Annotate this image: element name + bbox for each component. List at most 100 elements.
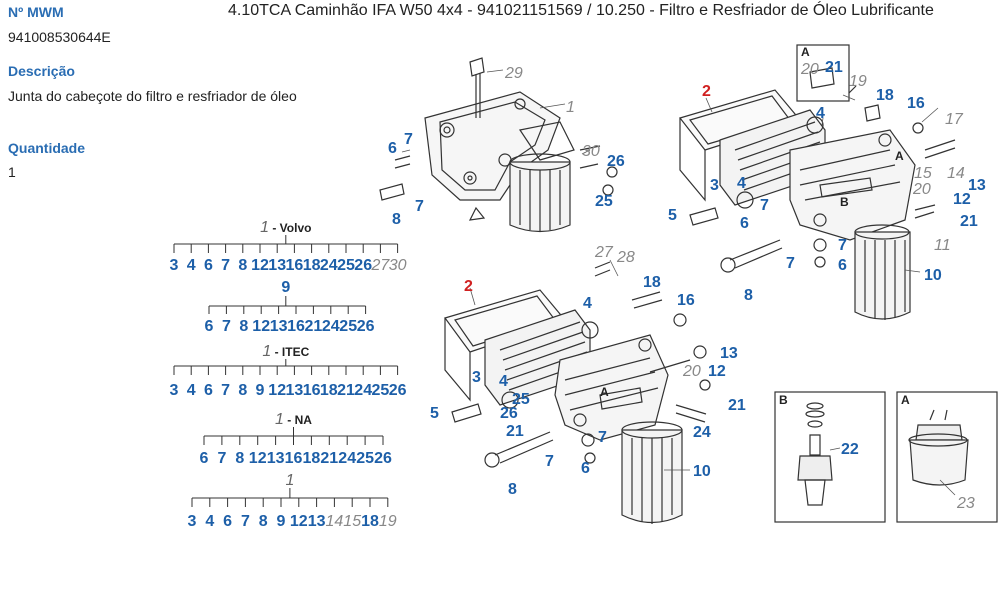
callout-6: 6 xyxy=(388,140,397,157)
description-label: Descrição xyxy=(8,63,75,79)
tree-node-12: 12 xyxy=(249,450,267,467)
view-marker-a: A xyxy=(600,385,609,399)
callout-13: 13 xyxy=(720,345,738,362)
tree-node-6: 6 xyxy=(204,382,213,399)
callout-22: 22 xyxy=(841,441,859,458)
callout-6: 6 xyxy=(838,257,847,274)
tree-node-3: 3 xyxy=(170,257,179,274)
callout-26: 26 xyxy=(607,153,625,170)
tree-node-16: 16 xyxy=(287,318,305,335)
callout-12: 12 xyxy=(708,363,726,380)
callout-20: 20 xyxy=(800,61,819,78)
tree-node-4: 4 xyxy=(187,257,196,274)
tree-node-9: 9 xyxy=(277,513,286,530)
tree-node-3: 3 xyxy=(188,513,197,530)
tree-root-number: 1 xyxy=(260,219,269,236)
tree-node-18: 18 xyxy=(303,257,321,274)
callout-14: 14 xyxy=(947,165,965,182)
view-marker-a: A xyxy=(895,149,904,163)
tree-node-30: 30 xyxy=(389,257,407,274)
tree-node-21: 21 xyxy=(320,450,338,467)
tree-node-6: 6 xyxy=(200,450,209,467)
tree-node-8: 8 xyxy=(238,382,247,399)
callout-20: 20 xyxy=(912,181,931,198)
callout-25: 25 xyxy=(595,193,613,210)
callout-10: 10 xyxy=(924,267,942,284)
tree-node-26: 26 xyxy=(389,382,407,399)
callout-3: 3 xyxy=(472,369,481,386)
tree-node-6: 6 xyxy=(223,513,232,530)
callout-21: 21 xyxy=(960,213,978,230)
tree-node-7: 7 xyxy=(217,450,226,467)
inset-a-label: A xyxy=(901,393,910,407)
callout-2: 2 xyxy=(464,278,473,295)
tree-node-24: 24 xyxy=(322,318,340,335)
callout-6: 6 xyxy=(740,215,749,232)
callout-27: 27 xyxy=(594,244,614,261)
callout-11: 11 xyxy=(934,237,951,254)
callout-7: 7 xyxy=(415,198,424,215)
callout-3: 3 xyxy=(710,177,719,194)
tree-node-16: 16 xyxy=(303,382,321,399)
tree-node-7: 7 xyxy=(221,382,230,399)
callout-8: 8 xyxy=(508,481,517,498)
callout-4: 4 xyxy=(737,175,746,192)
pressure-sender-icon xyxy=(908,409,969,486)
quantity-value: 1 xyxy=(8,164,16,180)
callout-13: 13 xyxy=(968,177,986,194)
view-marker-b: B xyxy=(840,195,849,209)
tree-node-13: 13 xyxy=(268,257,286,274)
tree-node-18: 18 xyxy=(361,513,379,530)
tree-node-3: 3 xyxy=(170,382,179,399)
tree-node-26: 26 xyxy=(357,318,375,335)
tree-node-6: 6 xyxy=(205,318,214,335)
callout-21: 21 xyxy=(825,59,843,76)
tree-node-15: 15 xyxy=(343,513,361,530)
tree-root-label: 1 - Volvo xyxy=(260,219,311,236)
tree-node-24: 24 xyxy=(338,450,356,467)
tree-node-13: 13 xyxy=(270,318,288,335)
tree-node-8: 8 xyxy=(235,450,244,467)
tree-node-21: 21 xyxy=(337,382,355,399)
callout-7: 7 xyxy=(598,429,607,446)
callout-21: 21 xyxy=(728,397,746,414)
callout-7: 7 xyxy=(760,197,769,214)
tree-node-6: 6 xyxy=(204,257,213,274)
mwm-label: Nº MWM xyxy=(8,4,64,20)
callout-6: 6 xyxy=(581,460,590,477)
callout-20: 20 xyxy=(682,363,701,380)
tree-node-12: 12 xyxy=(252,318,270,335)
tree-node-9: 9 xyxy=(256,382,265,399)
tree-root-variant: - NA xyxy=(284,413,312,427)
tree-node-25: 25 xyxy=(356,450,374,467)
callout-25: 25 xyxy=(512,391,530,408)
tree-node-12: 12 xyxy=(268,382,286,399)
tree-node-8: 8 xyxy=(238,257,247,274)
tree-node-4: 4 xyxy=(205,513,214,530)
callout-5: 5 xyxy=(430,405,439,422)
page-title: 4.10TCA Caminhão IFA W50 4x4 - 941021151… xyxy=(228,2,934,19)
description-value: Junta do cabeçote do filtro e resfriador… xyxy=(8,88,297,104)
tree-node-16: 16 xyxy=(286,257,304,274)
tree-node-21: 21 xyxy=(305,318,323,335)
callout-18: 18 xyxy=(876,87,894,104)
callout-4: 4 xyxy=(583,295,592,312)
oil-filter-cartridge-icon xyxy=(854,224,911,320)
tree-node-26: 26 xyxy=(354,257,372,274)
tree-node-7: 7 xyxy=(222,318,231,335)
callout-16: 16 xyxy=(907,95,925,112)
tree-node-18: 18 xyxy=(320,382,338,399)
tree-node-8: 8 xyxy=(239,318,248,335)
callout-2: 2 xyxy=(702,83,711,100)
mwm-value: 941008530644E xyxy=(8,29,111,45)
callout-4: 4 xyxy=(816,105,825,122)
tree-node-13: 13 xyxy=(267,450,285,467)
tree-node-4: 4 xyxy=(187,382,196,399)
tree-root-label: 1 xyxy=(285,472,294,489)
oil-filter-cartridge-icon xyxy=(621,421,683,524)
callout-18: 18 xyxy=(643,274,661,291)
callout-7: 7 xyxy=(786,255,795,272)
oil-filter-cartridge-icon xyxy=(509,153,571,233)
callout-21: 21 xyxy=(506,423,524,440)
inset-a-label: A xyxy=(801,45,810,59)
